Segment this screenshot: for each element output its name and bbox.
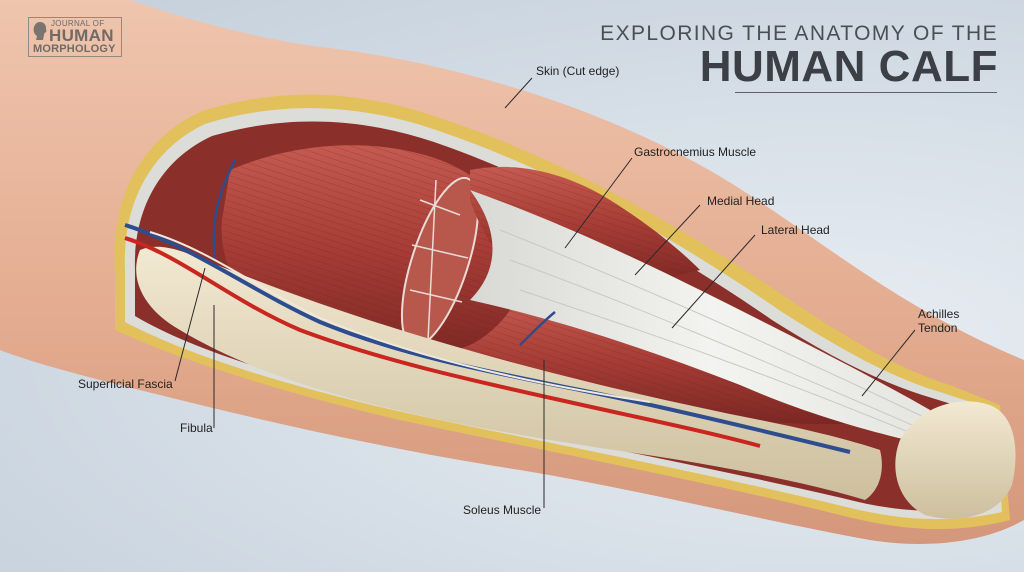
logo-line-1: JOURNAL OF bbox=[51, 19, 105, 28]
title-prefix: EXPLORING THE ANATOMY OF THE bbox=[600, 22, 998, 45]
label-soleus: Soleus Muscle bbox=[463, 503, 542, 517]
label-medial-head: Medial Head bbox=[707, 194, 775, 208]
fibula-bone bbox=[136, 246, 882, 500]
label-achilles-1: Achilles bbox=[918, 307, 960, 321]
head-silhouette-icon bbox=[33, 22, 47, 40]
logo-line-3: MORPHOLOGY bbox=[33, 43, 116, 55]
title-underline bbox=[735, 92, 997, 93]
cross-section-fascicles bbox=[409, 179, 469, 341]
tendon-fibers bbox=[499, 229, 941, 446]
page-title: HUMAN CALF bbox=[699, 42, 998, 91]
label-fibula: Fibula bbox=[180, 421, 213, 435]
nerve bbox=[149, 231, 651, 403]
label-superficial-fascia: Superficial Fascia bbox=[78, 377, 173, 391]
calcaneus-bone bbox=[895, 401, 1016, 519]
journal-logo: JOURNAL OF HUMAN MORPHOLOGY bbox=[28, 17, 122, 57]
label-achilles-2: Tendon bbox=[918, 321, 958, 335]
vein-branch bbox=[212, 159, 556, 346]
artery bbox=[124, 236, 761, 448]
label-lateral-head: Lateral Head bbox=[761, 223, 830, 237]
logo-line-2: HUMAN bbox=[49, 26, 114, 45]
leader-lines bbox=[174, 77, 916, 508]
label-gastrocnemius: Gastrocnemius Muscle bbox=[634, 145, 757, 159]
label-skin: Skin (Cut edge) bbox=[536, 64, 620, 78]
